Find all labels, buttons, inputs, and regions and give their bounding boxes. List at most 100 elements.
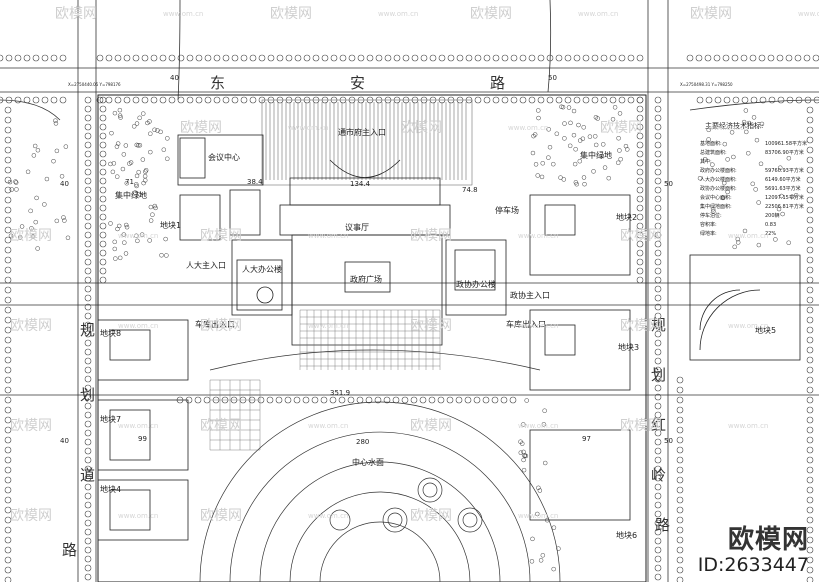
- watermark-url: www.om.cn: [728, 322, 768, 330]
- table-row-key: 政府办公楼面积:: [700, 167, 737, 174]
- watermark-url: www.om.cn: [118, 422, 158, 430]
- watermark-name: 欧模网: [470, 6, 512, 22]
- watermark-url: www.om.cn: [708, 124, 748, 132]
- label-office-hall: 议事厅: [345, 222, 369, 232]
- table-row-key: 会议中心面积:: [700, 194, 732, 201]
- plot-labels: 地块1 地块2 地块3 地块4 地块5 地块6 地块7 地块8: [100, 212, 776, 540]
- watermark-name: 欧模网: [410, 418, 452, 434]
- watermark-name: 欧模网: [200, 418, 242, 434]
- label-gov-plaza: 政府广场: [350, 274, 382, 284]
- plot-2-label: 地块2: [616, 212, 637, 222]
- road-west-char-4: 路: [62, 541, 77, 559]
- label-cppcc-entrance: 政协主入口: [510, 290, 550, 300]
- plot-4-label: 地块4: [100, 484, 121, 494]
- table-row-key: 总建筑面积:: [700, 149, 727, 156]
- watermark-name: 欧模网: [200, 228, 242, 244]
- watermark-name: 欧模网: [600, 120, 642, 136]
- watermark-name: 欧模网: [410, 228, 452, 244]
- label-central-pool: 中心水面: [352, 457, 384, 467]
- watermark-name: 欧模网: [400, 120, 442, 136]
- road-east-char-3: 红: [651, 416, 666, 434]
- watermark-url: www.om.cn: [308, 322, 348, 330]
- label-green-east: 集中绿地: [580, 150, 612, 160]
- label-parking-east: 车库出入口: [506, 319, 546, 329]
- dim-134: 134.4: [350, 180, 371, 188]
- dim-280: 280: [356, 438, 369, 446]
- brand-id: ID:2633447: [697, 554, 809, 576]
- economic-indicators-table: 主要经济技术指标: 基地面积:100961.58平方米总建筑面积:83706.9…: [700, 121, 807, 237]
- watermark-name: 欧模网: [620, 418, 662, 434]
- watermark-url: www.om.cn: [798, 10, 819, 18]
- dim-50c: 50: [548, 74, 557, 82]
- watermark-url: www.om.cn: [518, 512, 558, 520]
- watermark-name: 欧模网: [410, 508, 452, 524]
- building-labels: 会议中心 人大办公楼 政协办公楼 政府广场 中心水面 集中绿地 集中绿地 通市府…: [115, 127, 612, 467]
- label-parking-west: 车库出入口: [195, 319, 235, 329]
- dim-40b: 40: [60, 437, 69, 445]
- plot-7-label: 地块7: [100, 414, 121, 424]
- watermark-url: www.om.cn: [118, 322, 158, 330]
- dim-99: 99: [138, 435, 147, 443]
- road-west-char-2: 划: [80, 386, 95, 404]
- plot-6-label: 地块6: [616, 530, 637, 540]
- table-row-value: 100961.58平方米: [765, 140, 807, 147]
- road-east-char-4: 岭: [651, 466, 666, 484]
- plot-8-label: 地块8: [100, 328, 121, 338]
- watermark-name: 欧模网: [10, 228, 52, 244]
- dim-71: 71: [125, 178, 134, 186]
- watermark-url: www.om.cn: [163, 10, 203, 18]
- table-row-value: 0.83: [765, 222, 776, 228]
- brand-block: 欧模网 ID:2633447: [698, 526, 809, 576]
- road-north-char-3: 路: [490, 74, 505, 92]
- watermark-name: 欧模网: [410, 318, 452, 334]
- dimension-labels: 134.4 74.8 38.4 280 99 97 351.9 71 40 40…: [60, 74, 733, 446]
- watermark-url: www.om.cn: [308, 512, 348, 520]
- reception-center: [177, 134, 264, 241]
- road-west-char-1: 规: [80, 321, 95, 339]
- table-row-value: 12097.15平方米: [765, 194, 804, 201]
- dim-50a: 50: [664, 180, 673, 188]
- table-row-key: 政协办公楼面积:: [700, 185, 737, 192]
- plot-5-label: 地块5: [755, 325, 776, 335]
- table-row-value: 83706.90平方米: [765, 149, 804, 156]
- watermark-url: www.om.cn: [518, 422, 558, 430]
- table-row-key: 其中:: [700, 158, 712, 165]
- dim-40c: 40: [170, 74, 179, 82]
- watermark-url: www.om.cn: [728, 232, 768, 240]
- watermark-url: www.om.cn: [118, 512, 158, 520]
- table-row-key: 容积率:: [700, 221, 717, 228]
- table-row-value: 200辆: [765, 212, 780, 219]
- label-entrance-top: 通市府主入口: [338, 127, 386, 137]
- table-row-value: 59760.93平方米: [765, 167, 804, 174]
- watermark-name: 欧模网: [620, 228, 662, 244]
- dim-97: 97: [582, 435, 591, 443]
- dim-351: 351.9: [330, 389, 350, 397]
- south-plaza-grid: [209, 309, 441, 451]
- watermark-url: www.om.cn: [578, 10, 618, 18]
- watermark-name: 欧模网: [10, 418, 52, 434]
- watermark-url: www.om.cn: [288, 124, 328, 132]
- road-east-char-5: 路: [655, 516, 670, 534]
- watermark-url: www.om.cn: [308, 232, 348, 240]
- table-row-key: 绿地率:: [700, 230, 717, 237]
- watermark-url: www.om.cn: [728, 422, 768, 430]
- watermark-name: 欧模网: [10, 318, 52, 334]
- plot-1-label: 地块1: [160, 220, 181, 230]
- north-plaza: [261, 99, 473, 186]
- label-green-west: 集中绿地: [115, 190, 147, 200]
- watermark-url: www.om.cn: [378, 10, 418, 18]
- side-plots: [97, 194, 801, 541]
- watermark-url: www.om.cn: [508, 124, 548, 132]
- road-labels: 东 安 路 规 划 道 路 规 划 红 岭 路: [62, 74, 670, 559]
- watermark-name: 欧模网: [620, 318, 662, 334]
- watermark-url: www.om.cn: [118, 232, 158, 240]
- brand-name: 欧模网: [727, 525, 809, 555]
- watermark-name: 欧模网: [690, 6, 732, 22]
- table-row-key: 基地面积:: [700, 140, 722, 147]
- road-west-char-3: 道: [80, 466, 95, 484]
- table-row-value: 22%: [765, 231, 776, 237]
- dim-40a: 40: [60, 180, 69, 188]
- coord-right: X=2750498.31 Y=798250: [680, 82, 733, 87]
